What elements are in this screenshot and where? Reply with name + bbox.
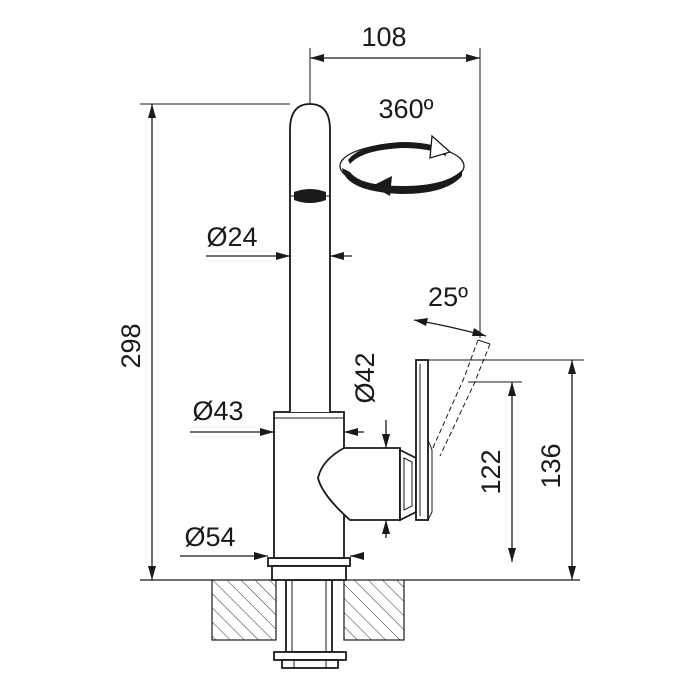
lever-diameter-label: Ø42 — [350, 352, 380, 403]
faucet-lever-tilted — [431, 339, 491, 457]
body-diameter-label: Ø43 — [192, 396, 243, 426]
faucet-lever — [415, 359, 433, 521]
dimension-lever-diameter: Ø42 — [350, 352, 390, 538]
faucet-spout — [289, 103, 331, 412]
countertop-section — [140, 579, 580, 641]
dimension-spout-diameter: Ø24 — [206, 222, 352, 260]
rotation-label: 360º — [379, 94, 434, 124]
dimension-lever-angle: 25º — [413, 282, 487, 337]
lever-angle-label: 25º — [428, 282, 468, 312]
rotation-arrow-icon — [339, 134, 465, 196]
base-diameter-label: Ø54 — [184, 522, 235, 552]
spout-height-label: 122 — [476, 449, 506, 494]
faucet-body — [273, 411, 417, 559]
faucet-shank — [273, 579, 347, 669]
width-top-label: 108 — [361, 22, 406, 52]
dimension-total-height: 298 — [116, 103, 290, 580]
dimension-width-top: 108 — [309, 22, 481, 338]
dimension-lever-height: 136 — [428, 359, 584, 580]
dimension-base-diameter: Ø54 — [180, 522, 364, 560]
total-height-label: 298 — [116, 323, 146, 368]
lever-height-label: 136 — [536, 443, 566, 488]
spout-diameter-label: Ø24 — [206, 222, 257, 252]
dimension-body-diameter: Ø43 — [190, 396, 364, 436]
faucet-base — [267, 557, 351, 581]
dimension-spout-height: 122 — [468, 381, 522, 562]
